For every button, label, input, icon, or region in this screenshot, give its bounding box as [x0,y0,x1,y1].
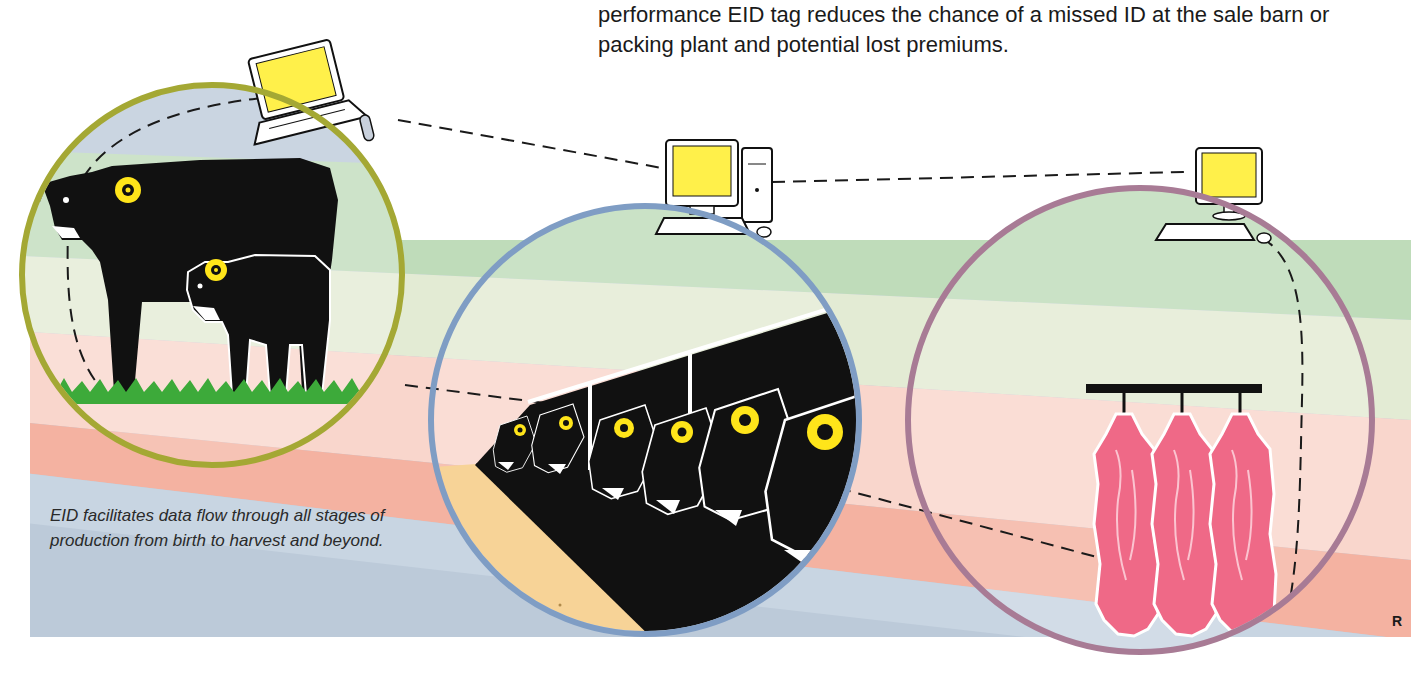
body-text-box: performance EID tag reduces the chance o… [598,0,1398,60]
page-marker-box: R [1392,612,1402,630]
stage-circles [22,85,1372,652]
figure-caption-box: EID facilitates data flow through all st… [50,503,425,553]
desktop-computer-icon [656,140,772,237]
page-marker: R [1392,612,1402,630]
packing-computer-icon [1156,148,1271,243]
figure-caption: EID facilitates data flow through all st… [50,503,425,553]
carcass-rail [1086,384,1276,636]
body-text: performance EID tag reduces the chance o… [598,0,1398,60]
cow-calf-scene [22,158,410,404]
circle-wash [22,85,1372,652]
feedlot-scene [420,296,889,640]
